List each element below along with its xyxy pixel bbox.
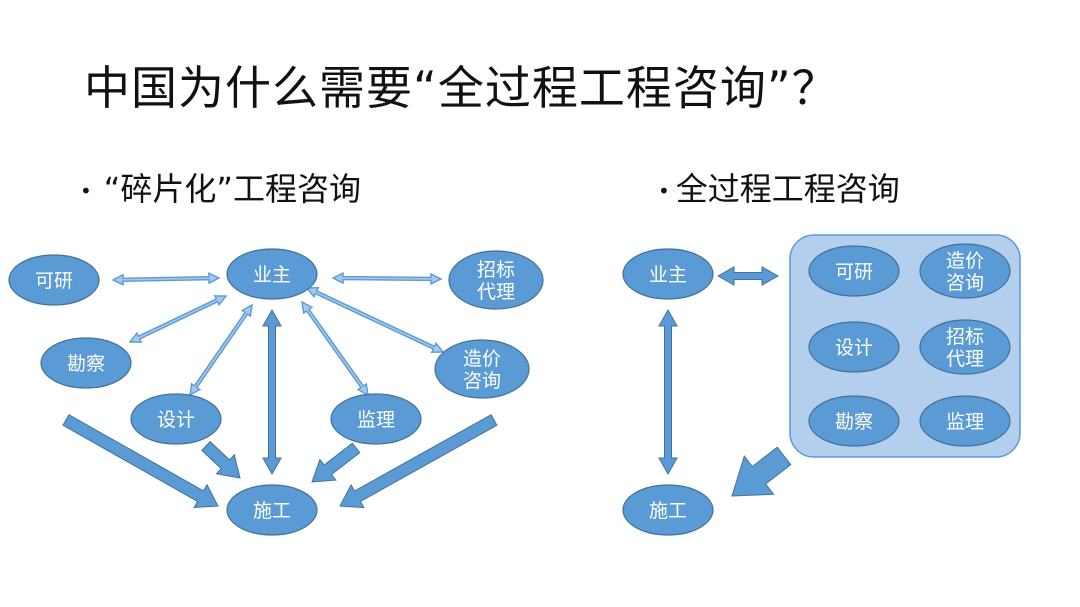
- left-node-construction: 施工: [226, 484, 318, 536]
- left-node-owner-label: 业主: [253, 264, 291, 286]
- right-node-owner-label: 业主: [649, 264, 687, 286]
- arrow-owner-supervision: [301, 300, 369, 397]
- arrow-owner-construction: [262, 308, 282, 476]
- right-node-supervision: 监理: [919, 395, 1011, 447]
- left-node-survey-shape: [40, 337, 132, 389]
- arrow-feasibility-owner: [111, 272, 221, 286]
- right-node-design-label: 设计: [835, 337, 873, 359]
- left-node-survey-label: 勘察: [67, 353, 105, 375]
- left-node-design: 设计: [130, 393, 222, 445]
- right-heading-text: 全过程工程咨询: [675, 170, 900, 208]
- left-heading: • “碎片化”工程咨询: [80, 164, 361, 210]
- left-heading-text: “碎片化”工程咨询: [103, 170, 361, 208]
- right-node-supervision-label: 监理: [946, 411, 984, 433]
- arrow-cost-construction: [339, 414, 498, 509]
- right-node-cost-consult-label: 咨询: [946, 272, 984, 294]
- right-node-construction-shape: [622, 484, 714, 536]
- right-node-survey-label: 勘察: [835, 411, 873, 433]
- left-node-feasibility: 可研: [8, 254, 100, 306]
- arrow-survey-owner: [128, 295, 228, 343]
- left-node-tender-agency-label: 代理: [477, 281, 515, 303]
- left-node-cost-consult-label: 咨询: [463, 370, 501, 392]
- right-heading: •全过程工程咨询: [658, 164, 900, 210]
- arrow-design-construction: [201, 440, 241, 479]
- right-node-design-shape: [808, 321, 900, 373]
- bullet-dot: •: [80, 179, 92, 203]
- left-node-owner-shape: [226, 248, 318, 300]
- left-node-design-shape: [130, 393, 222, 445]
- left-node-survey: 勘察: [40, 337, 132, 389]
- left-node-design-label: 设计: [157, 409, 195, 431]
- bullet-dot: •: [658, 179, 670, 203]
- right-node-cost-consult-label: 造价: [946, 250, 984, 272]
- left-node-cost-consult-label: 造价: [463, 348, 501, 370]
- right-node-owner-shape: [622, 248, 714, 300]
- right-node-design: 设计: [808, 321, 900, 373]
- arrow-survey-construction: [62, 414, 219, 509]
- left-node-supervision-shape: [330, 393, 422, 445]
- arrow-owner-tender: [331, 271, 443, 286]
- right-node-feasibility-shape: [808, 245, 900, 297]
- right-node-cost-consult-shape: [919, 243, 1011, 299]
- right-node-survey: 勘察: [808, 395, 900, 447]
- left-node-tender-agency-label: 招标: [477, 259, 515, 281]
- right-node-construction-label: 施工: [649, 500, 687, 522]
- left-node-cost-consult-shape: [434, 339, 530, 399]
- left-node-supervision: 监理: [330, 393, 422, 445]
- arrow-owner-cost: [305, 286, 445, 354]
- left-node-owner: 业主: [226, 248, 318, 300]
- left-node-feasibility-label: 可研: [35, 270, 73, 292]
- right-node-tender-agency-label: 招标: [946, 326, 984, 348]
- arrow-panel-construction: [731, 446, 792, 497]
- right-node-owner: 业主: [622, 248, 714, 300]
- right-node-tender-agency-label: 代理: [946, 348, 984, 370]
- arrow-supervision-construction: [311, 442, 361, 483]
- right-node-feasibility-label: 可研: [835, 261, 873, 283]
- arrows-layer: [62, 266, 792, 509]
- left-node-construction-shape: [226, 484, 318, 536]
- left-node-supervision-label: 监理: [357, 409, 395, 431]
- right-node-tender-agency-shape: [919, 319, 1011, 375]
- nodes-layer: 业主可研招标代理勘察造价咨询设计监理施工业主施工可研造价咨询设计招标代理勘察监理: [8, 243, 1011, 536]
- arrow-owner-panel: [716, 266, 780, 286]
- right-node-supervision-shape: [919, 395, 1011, 447]
- arrow-owner-design: [189, 303, 253, 397]
- left-node-feasibility-shape: [8, 254, 100, 306]
- arrow-owner-construction-right: [658, 308, 678, 476]
- slide-title: 中国为什么需要“全过程工程咨询”？: [84, 61, 839, 115]
- right-node-survey-shape: [808, 395, 900, 447]
- right-node-feasibility: 可研: [808, 245, 900, 297]
- left-node-construction-label: 施工: [253, 500, 291, 522]
- right-node-construction: 施工: [622, 484, 714, 536]
- left-node-tender-agency-shape: [448, 250, 544, 310]
